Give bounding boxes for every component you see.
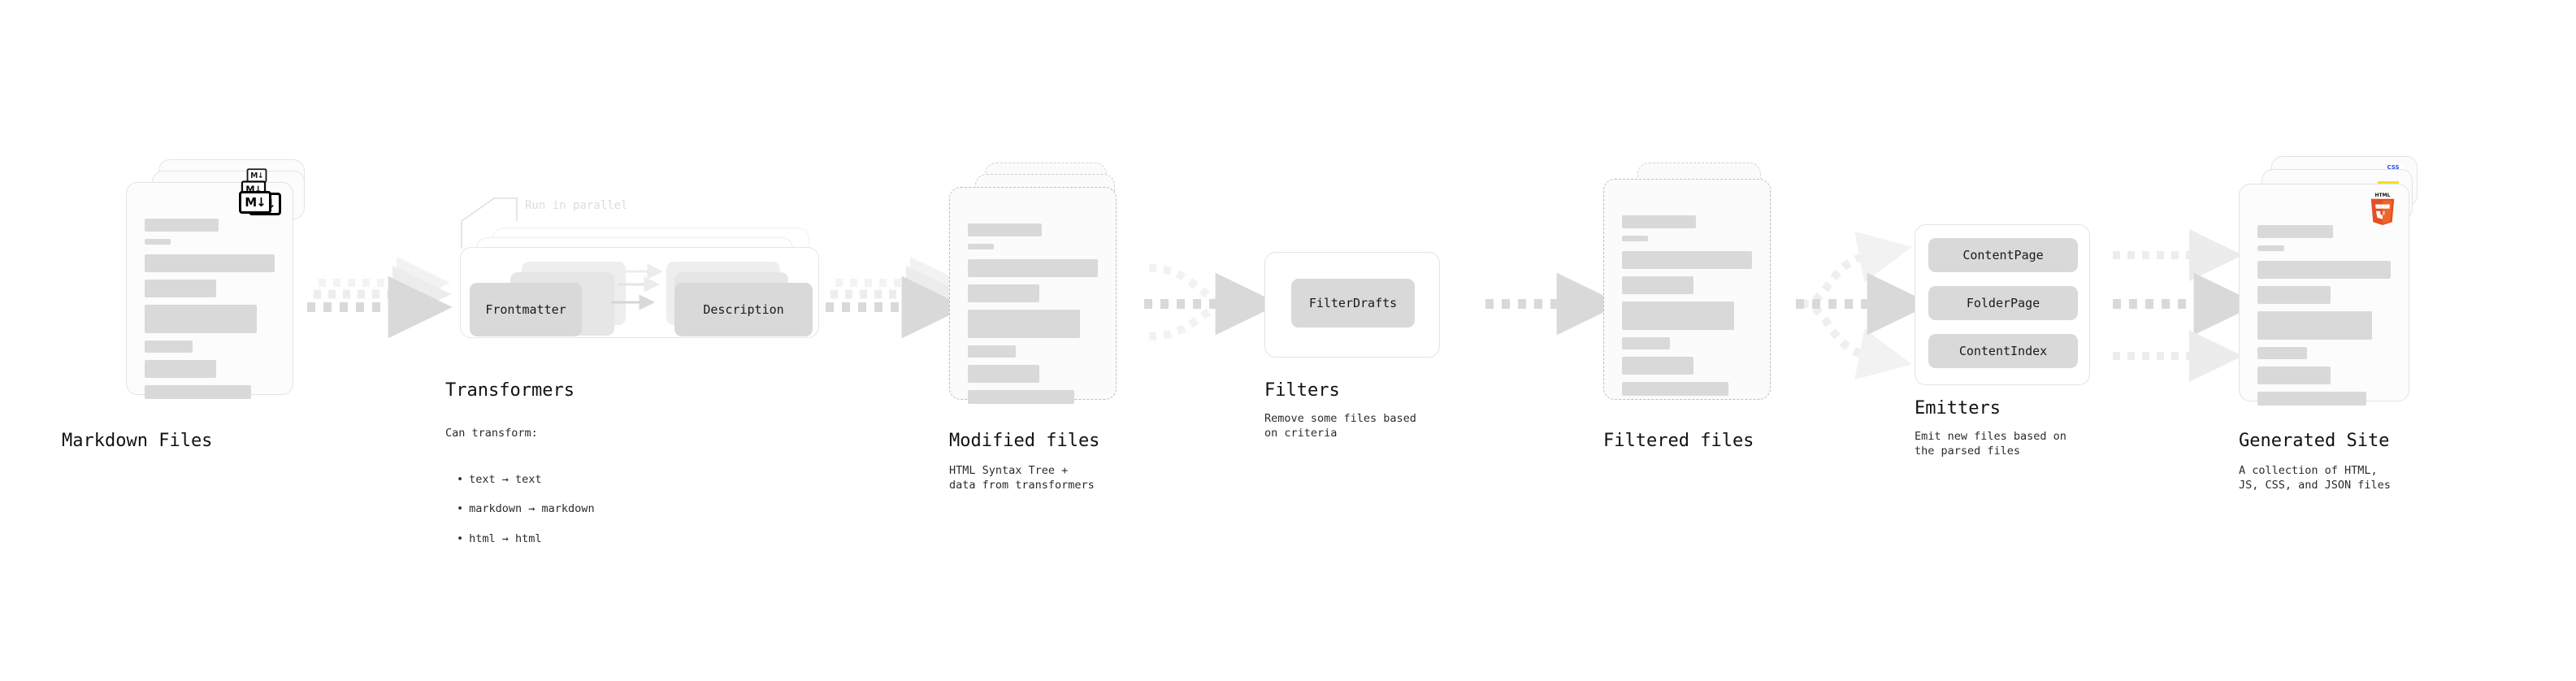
stage-markdown-files: M↓ — [126, 159, 313, 419]
stage-filtered-files — [1603, 163, 1798, 423]
arrow-modified-to-filters — [1144, 264, 1280, 340]
transformer-chip-frontmatter[interactable]: Frontmatter — [470, 283, 582, 336]
filter-chip-filterdrafts[interactable]: FilterDrafts — [1291, 279, 1415, 327]
stage-modified-files — [949, 163, 1144, 423]
arrow-filtered-to-emitters — [1796, 231, 1932, 380]
markdown-skeleton — [145, 219, 275, 406]
transformer-chip-description[interactable]: Description — [674, 283, 813, 336]
transformers-capability-html: html → html — [457, 531, 689, 546]
svg-text:HTML: HTML — [2375, 193, 2391, 198]
stage-emitters-box: ContentPage FolderPage ContentIndex — [1915, 224, 2090, 385]
arrow-emitters-to-site — [2113, 228, 2258, 382]
emitter-chip-contentpage[interactable]: ContentPage — [1928, 238, 2078, 272]
subtitle-filters: Remove some files based on criteria — [1264, 412, 1416, 440]
subtitle-emitters: Emit new files based on the parsed files — [1915, 430, 2066, 458]
markdown-icon-front: M↓ — [239, 191, 271, 214]
title-filtered-files: Filtered files — [1603, 431, 1754, 451]
run-in-parallel-label: Run in parallel — [525, 199, 628, 212]
stage-generated-site: CSS JS HTML — [2239, 156, 2442, 424]
arrow-transformers-to-modified — [826, 256, 966, 339]
modified-card-front — [949, 187, 1117, 404]
subtitle-generated-site: A collection of HTML, JS, CSS, and JSON … — [2239, 464, 2391, 492]
transformers-capability-markdown: markdown → markdown — [457, 501, 689, 516]
title-emitters: Emitters — [1915, 398, 2001, 419]
transformers-subtitle-lead: Can transform: — [445, 427, 538, 440]
title-generated-site: Generated Site — [2239, 431, 2390, 451]
stage-transformers: Frontmatter Description — [445, 195, 835, 358]
modified-skeleton — [968, 223, 1098, 411]
filtered-skeleton — [1622, 215, 1752, 403]
emitter-chip-contentindex[interactable]: ContentIndex — [1928, 334, 2078, 368]
title-modified-files: Modified files — [949, 431, 1100, 451]
subtitle-modified-files: HTML Syntax Tree + data from transformer… — [949, 464, 1095, 492]
emitter-chip-folderpage[interactable]: FolderPage — [1928, 286, 2078, 320]
site-card-front-html: HTML — [2239, 184, 2409, 406]
title-filters: Filters — [1264, 380, 1340, 401]
title-transformers: Transformers — [445, 380, 575, 401]
arrow-markdown-to-transformers — [307, 256, 453, 339]
markdown-card-front: M↓ — [126, 182, 293, 399]
filtered-card-front — [1603, 179, 1771, 400]
subtitle-transformers: Can transform: text → text markdown → ma… — [445, 411, 689, 575]
site-skeleton — [2257, 225, 2391, 413]
transformers-capability-text: text → text — [457, 472, 689, 487]
stage-filters-box: FilterDrafts — [1264, 252, 1440, 358]
title-markdown-files: Markdown Files — [62, 431, 213, 451]
html5-icon: HTML — [2368, 191, 2397, 225]
